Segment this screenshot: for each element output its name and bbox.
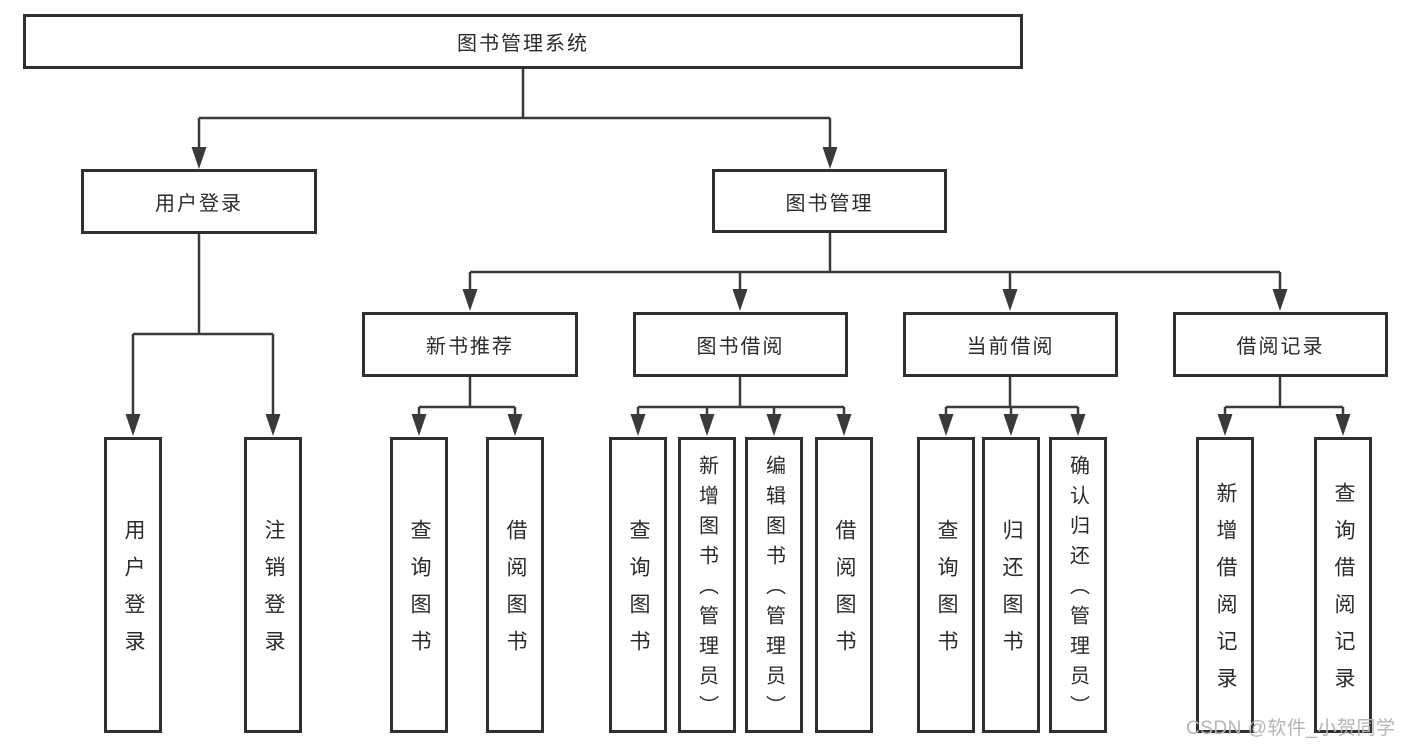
leaf-query-books-borrow: 查询图书: [609, 437, 667, 733]
node-current-borrow-label: 当前借阅: [966, 336, 1055, 358]
leaf-query-borrow-record-label: 查询借阅记录: [1332, 482, 1355, 704]
leaf-confirm-return-admin: 确认归还（管理员）: [1049, 437, 1107, 733]
connector-book-borrow-children: [630, 377, 852, 436]
leaf-user-login: 用户登录: [104, 437, 162, 733]
leaf-return-books-label: 归还图书: [1000, 519, 1023, 667]
leaf-return-books: 归还图书: [982, 437, 1040, 733]
connector-current-borrow-children: [938, 377, 1086, 436]
watermark: CSDN @软件_小贺同学: [1186, 718, 1396, 739]
node-root: 图书管理系统: [23, 14, 1023, 69]
leaf-edit-books-admin: 编辑图书（管理员）: [745, 437, 803, 733]
node-current-borrow: 当前借阅: [903, 312, 1118, 377]
connector-root-children: [191, 69, 838, 169]
leaf-edit-books-admin-label: 编辑图书（管理员）: [762, 455, 785, 725]
node-new-book-recommend-label: 新书推荐: [426, 336, 514, 358]
leaf-borrow-books-recommend: 借阅图书: [486, 437, 544, 733]
node-book-management-label: 图书管理: [785, 192, 874, 215]
leaf-borrow-books: 借阅图书: [815, 437, 873, 733]
leaf-query-books-current-label: 查询图书: [935, 519, 958, 667]
node-root-label: 图书管理系统: [457, 33, 589, 55]
leaf-logout: 注销登录: [244, 437, 302, 733]
leaf-query-borrow-record: 查询借阅记录: [1314, 437, 1372, 733]
leaf-query-books-current: 查询图书: [917, 437, 975, 733]
leaf-confirm-return-admin-label: 确认归还（管理员）: [1066, 455, 1089, 725]
leaf-borrow-books-label: 借阅图书: [833, 519, 856, 667]
leaf-query-books-borrow-label: 查询图书: [627, 519, 650, 667]
connector-user-login-children: [125, 234, 281, 436]
node-user-login: 用户登录: [81, 169, 317, 234]
leaf-logout-label: 注销登录: [262, 519, 285, 667]
leaf-add-books-admin-label: 新增图书（管理员）: [695, 455, 718, 725]
node-user-login-label: 用户登录: [155, 193, 243, 215]
leaf-query-books-recommend: 查询图书: [390, 437, 448, 733]
node-new-book-recommend: 新书推荐: [362, 312, 578, 377]
connector-book-management-children: [462, 233, 1288, 311]
node-borrow-records: 借阅记录: [1173, 312, 1388, 377]
connector-borrow-records-children: [1217, 377, 1351, 436]
leaf-add-borrow-record: 新增借阅记录: [1196, 437, 1254, 733]
connector-new-book-recommend-children: [411, 377, 523, 436]
leaf-add-borrow-record-label: 新增借阅记录: [1214, 482, 1237, 704]
leaf-user-login-label: 用户登录: [122, 519, 145, 667]
leaf-borrow-books-recommend-label: 借阅图书: [504, 519, 527, 667]
node-book-borrow-label: 图书借阅: [696, 336, 785, 358]
leaf-query-books-recommend-label: 查询图书: [408, 519, 431, 667]
node-borrow-records-label: 借阅记录: [1236, 336, 1325, 358]
node-book-management: 图书管理: [712, 169, 947, 233]
node-book-borrow: 图书借阅: [633, 312, 848, 377]
leaf-add-books-admin: 新增图书（管理员）: [678, 437, 736, 733]
